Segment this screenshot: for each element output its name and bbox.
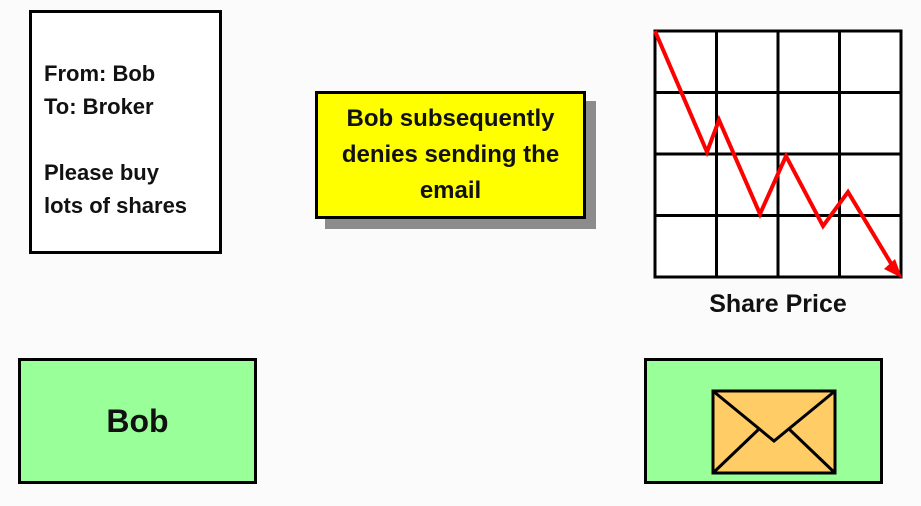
- bob-box: Bob: [18, 358, 257, 484]
- denial-callout: Bob subsequently denies sending the emai…: [315, 91, 586, 219]
- share-price-chart: [653, 29, 903, 279]
- email-box: [644, 358, 883, 484]
- email-blank-line: [44, 123, 219, 156]
- bob-label: Bob: [106, 402, 169, 439]
- falling-price-line: [653, 30, 897, 272]
- share-price-label: Share Price: [709, 290, 847, 318]
- envelope-icon: [711, 389, 837, 475]
- email-body-line-1: Please buy: [44, 160, 159, 185]
- arrowhead-icon: [884, 259, 902, 278]
- email-message-note: From: Bob To: Broker Please buy lots of …: [29, 10, 222, 254]
- email-body-line-2: lots of shares: [44, 193, 188, 218]
- email-from-line: From: Bob: [44, 61, 156, 86]
- denial-callout-text: Bob subsequently denies sending the emai…: [341, 105, 560, 204]
- email-to-line: To: Broker: [44, 94, 154, 119]
